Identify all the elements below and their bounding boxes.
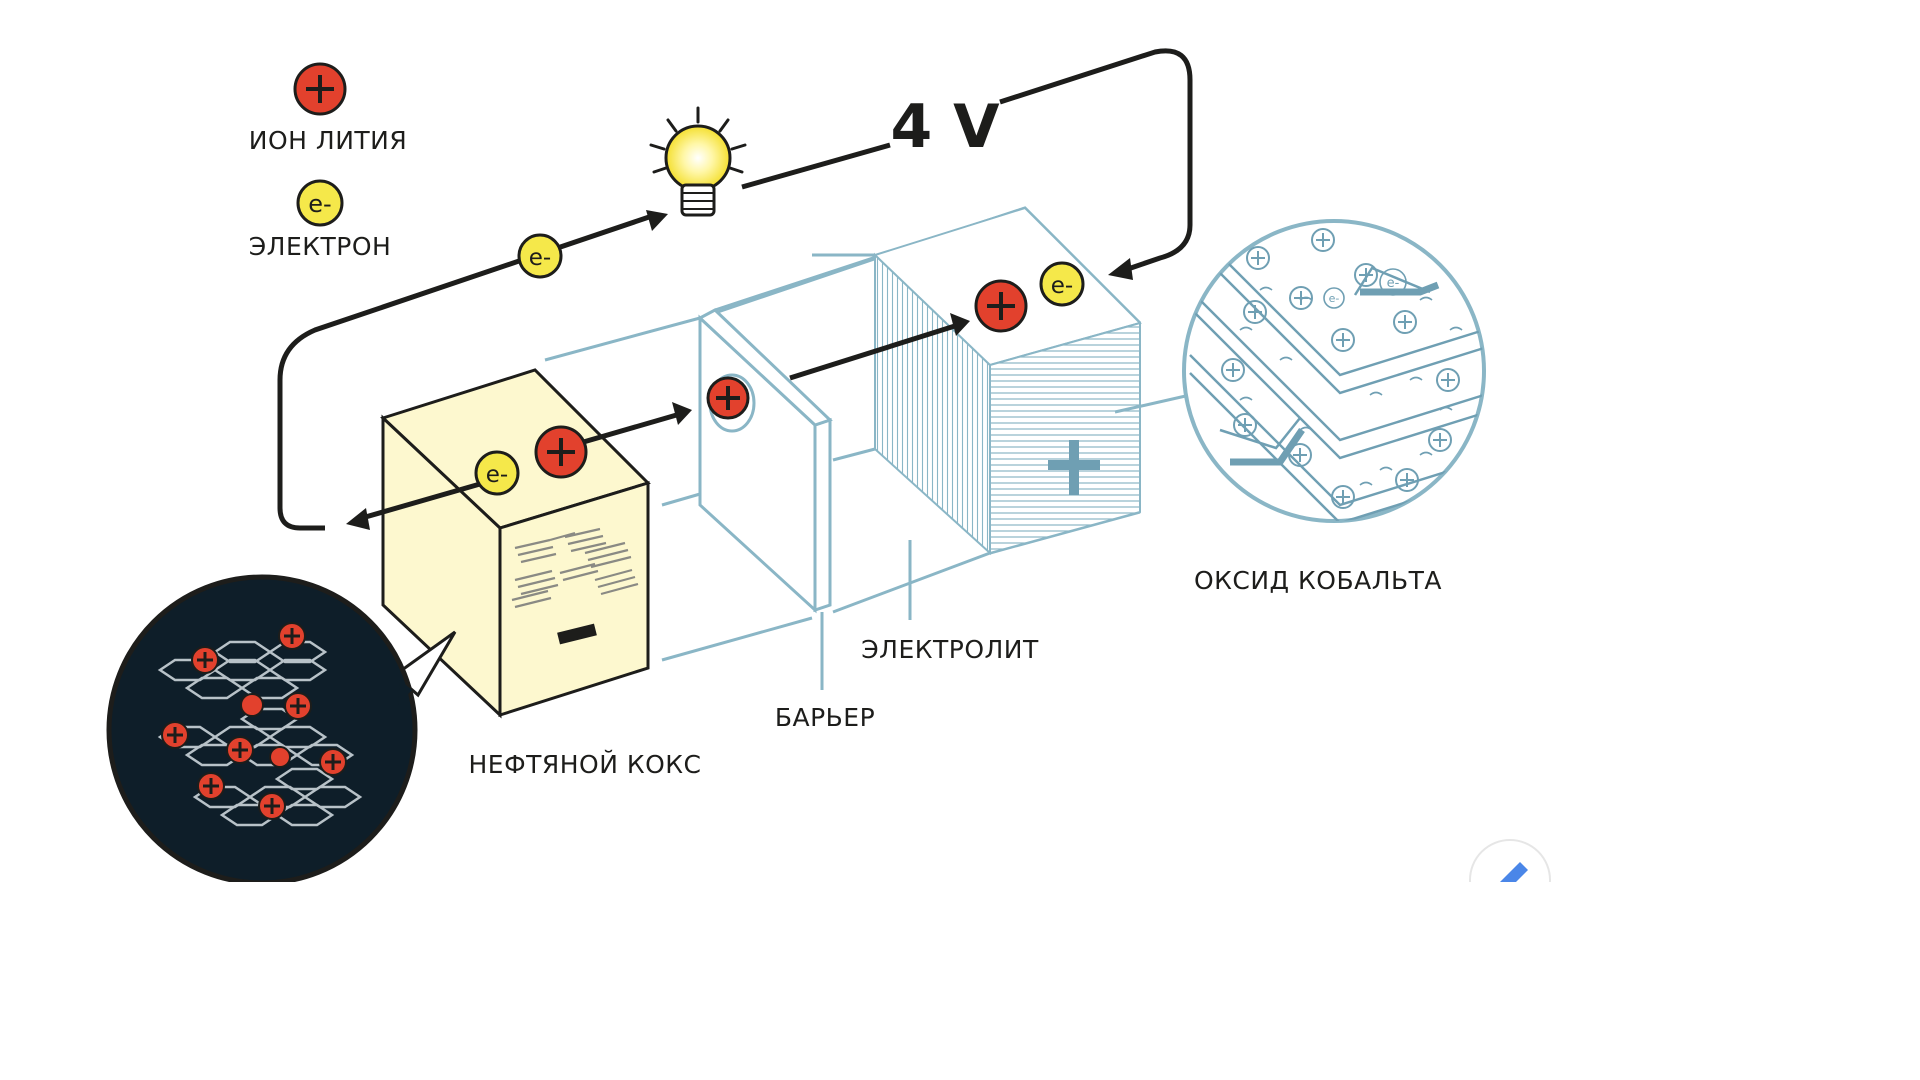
- legend-electron-symbol: e-: [308, 190, 331, 218]
- magnifier-lithium-ions: [161, 622, 347, 820]
- cathode-magnifier: e- e-: [1182, 219, 1486, 523]
- wire-electron-symbol: e-: [529, 245, 551, 271]
- ion-arrow-to-barrier: [579, 411, 681, 446]
- leader-lines: [820, 393, 1191, 690]
- legend-ion-label: ИОН ЛИТИЯ: [249, 126, 407, 155]
- anode-ion: [534, 425, 588, 479]
- anode-electron-symbol: e-: [486, 462, 508, 488]
- anode-electron: e-: [474, 450, 520, 496]
- wire-right-arrow: [1108, 258, 1133, 280]
- cathode-electron-symbol: e-: [1051, 273, 1073, 299]
- wire-electron: e-: [517, 233, 563, 279]
- barrier-plate: [697, 308, 833, 614]
- battery-diagram: ИОН ЛИТИЯ e- ЭЛЕКТРОН e- 4 V: [106, 48, 1551, 882]
- anode-minus-icon: [557, 623, 597, 645]
- legend-electron-icon: e-: [296, 179, 344, 227]
- light-bulb-icon: [649, 106, 747, 217]
- anode-electron-arrow: [354, 481, 481, 523]
- cathode-ion: [974, 279, 1028, 333]
- wire-left-arrow: [646, 210, 668, 231]
- wire-left: [277, 212, 656, 531]
- wire-bulb-volt: [741, 142, 891, 190]
- electrolyte-label: ЭЛЕКТРОЛИТ: [861, 635, 1039, 664]
- magnifier-ion-plus-icons: [1221, 228, 1460, 509]
- magnifier-electron-small: e-: [1329, 292, 1340, 305]
- wire-right: [999, 48, 1193, 273]
- voltage-label: 4 V: [890, 92, 1000, 162]
- cathode-label: ОКСИД КОБАЛЬТА: [1194, 566, 1442, 595]
- anode-label: НЕФТЯНОЙ КОКС: [468, 750, 701, 779]
- legend-electron-label: ЭЛЕКТРОН: [249, 232, 392, 261]
- external-circuit: e- 4 V: [277, 48, 1193, 531]
- cathode-electron: e-: [1039, 261, 1085, 307]
- anode-magnifier: [106, 574, 457, 882]
- barrier-label: БАРЬЕР: [775, 703, 875, 732]
- internal-flow: e- e-: [346, 261, 1085, 530]
- anode-graphite-marks: [511, 527, 639, 609]
- ion-arrow-to-cathode: [789, 322, 959, 381]
- pencil-icon: [1500, 862, 1528, 882]
- legend-ion-icon: [293, 62, 347, 116]
- cathode-plus-icon: [1048, 440, 1100, 495]
- magnifier-electron-large: e-: [1387, 276, 1400, 291]
- cathode-block: [873, 206, 1142, 556]
- edit-button[interactable]: [1469, 839, 1551, 882]
- legend: ИОН ЛИТИЯ e- ЭЛЕКТРОН: [249, 62, 407, 261]
- barrier-ion: [706, 376, 750, 420]
